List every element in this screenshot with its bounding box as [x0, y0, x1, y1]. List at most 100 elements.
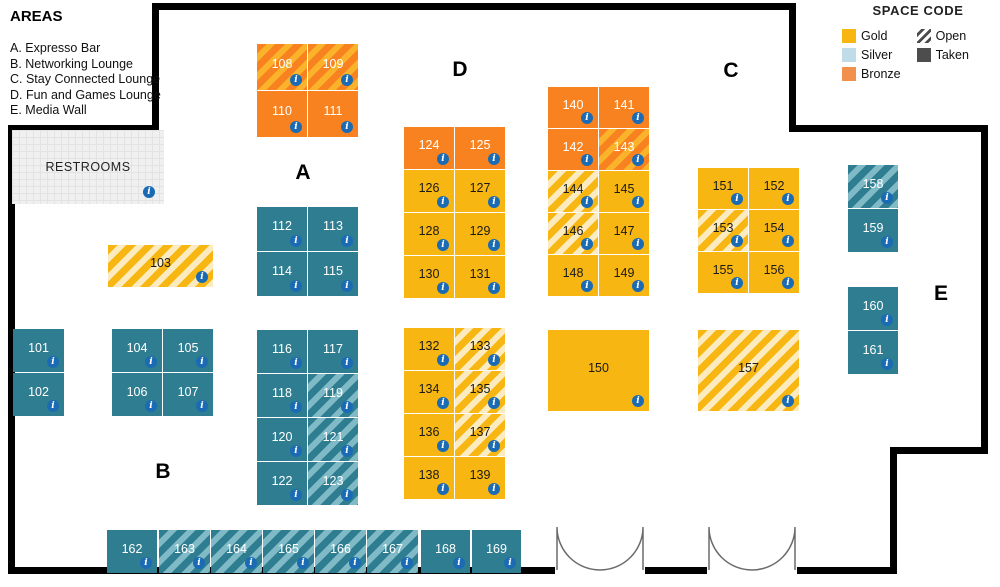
info-icon[interactable]: i — [290, 74, 302, 86]
info-icon[interactable]: i — [341, 121, 353, 133]
info-icon[interactable]: i — [581, 112, 593, 124]
info-icon[interactable]: i — [437, 483, 449, 495]
info-icon[interactable]: i — [437, 440, 449, 452]
info-icon[interactable]: i — [581, 196, 593, 208]
info-icon[interactable]: i — [881, 314, 893, 326]
info-icon[interactable]: i — [488, 282, 500, 294]
info-icon[interactable]: i — [341, 401, 353, 413]
info-icon[interactable]: i — [437, 239, 449, 251]
info-icon[interactable]: i — [437, 397, 449, 409]
info-icon[interactable]: i — [488, 354, 500, 366]
info-icon[interactable]: i — [581, 154, 593, 166]
info-icon[interactable]: i — [140, 557, 152, 569]
info-icon[interactable]: i — [581, 238, 593, 250]
info-icon[interactable]: i — [401, 557, 413, 569]
info-icon[interactable]: i — [341, 280, 353, 292]
info-icon[interactable]: i — [881, 236, 893, 248]
info-icon[interactable]: i — [731, 277, 743, 289]
info-icon[interactable]: i — [341, 235, 353, 247]
info-icon[interactable]: i — [437, 153, 449, 165]
info-icon[interactable]: i — [632, 238, 644, 250]
info-icon[interactable]: i — [782, 277, 794, 289]
info-icon[interactable]: i — [341, 445, 353, 457]
info-icon[interactable]: i — [782, 235, 794, 247]
info-icon[interactable]: i — [488, 153, 500, 165]
info-icon[interactable]: i — [437, 282, 449, 294]
info-icon[interactable]: i — [193, 557, 205, 569]
info-icon[interactable]: i — [290, 489, 302, 501]
info-icon[interactable]: i — [145, 356, 157, 368]
info-icon[interactable]: i — [488, 483, 500, 495]
info-icon[interactable]: i — [881, 358, 893, 370]
info-icon[interactable]: i — [632, 112, 644, 124]
info-icon[interactable]: i — [290, 280, 302, 292]
info-icon[interactable]: i — [47, 400, 59, 412]
info-icon[interactable]: i — [290, 445, 302, 457]
info-icon[interactable]: i — [581, 280, 593, 292]
info-icon[interactable]: i — [504, 557, 516, 569]
info-icon[interactable]: i — [341, 489, 353, 501]
info-icon[interactable]: i — [290, 235, 302, 247]
info-icon[interactable]: i — [349, 557, 361, 569]
info-icon[interactable]: i — [290, 357, 302, 369]
info-icon[interactable]: i — [245, 557, 257, 569]
info-icon[interactable]: i — [196, 356, 208, 368]
info-icon[interactable]: i — [881, 192, 893, 204]
info-icon[interactable]: i — [632, 196, 644, 208]
info-icon[interactable]: i — [731, 235, 743, 247]
info-icon[interactable]: i — [488, 239, 500, 251]
info-icon[interactable]: i — [437, 354, 449, 366]
info-icon[interactable]: i — [488, 196, 500, 208]
